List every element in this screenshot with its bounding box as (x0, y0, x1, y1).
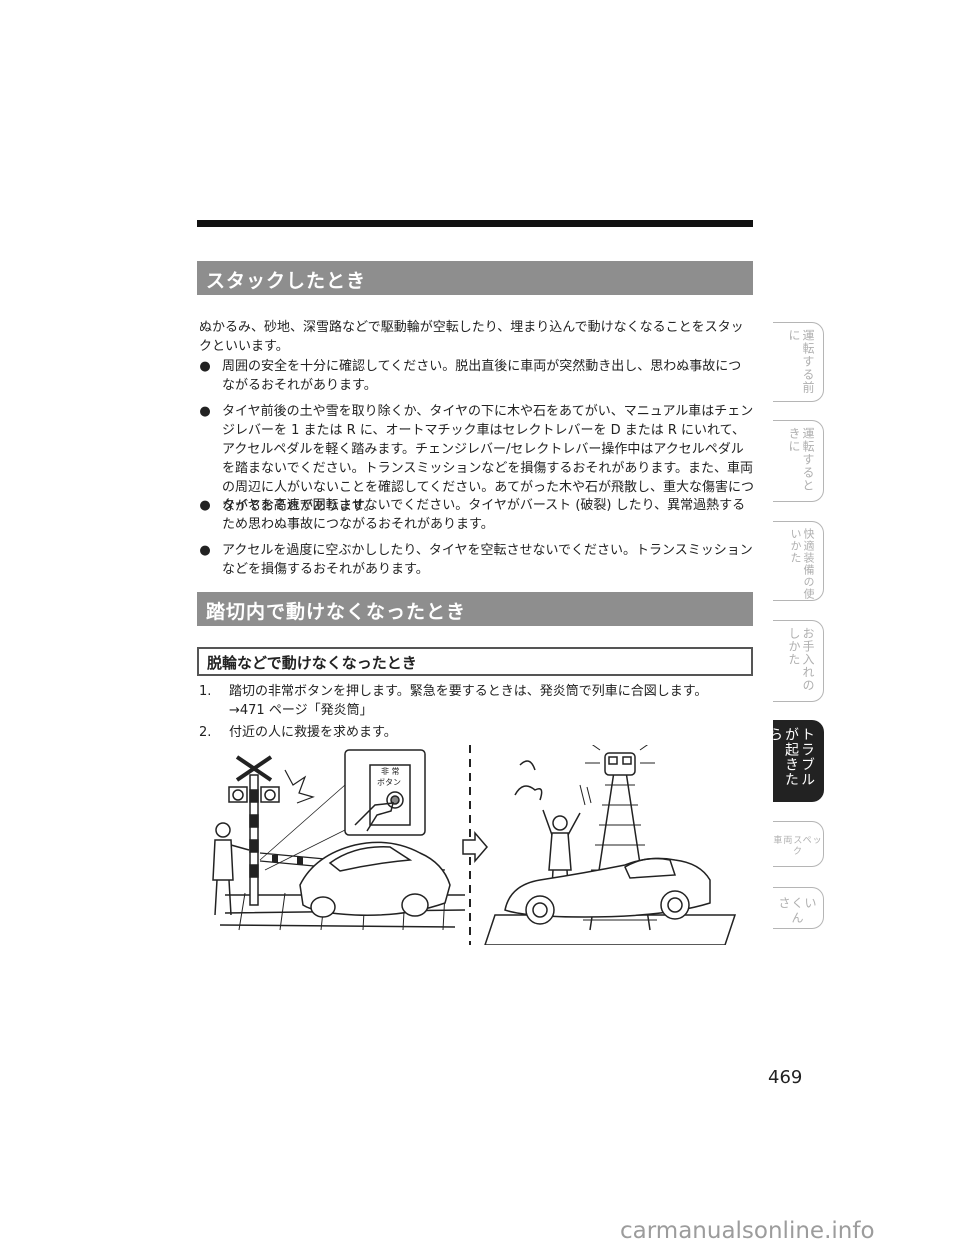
tab-before-driving[interactable]: 運転する前に (773, 322, 824, 402)
bullet-icon: ● (199, 498, 211, 513)
intro-paragraph: ぬかるみ、砂地、深雪路などで駆動輪が空転したり、埋まり込んで動けなくなることをス… (199, 320, 744, 354)
list-item: ● タイヤを高速で回転させないでください。タイヤがバースト (破裂) したり、異… (199, 498, 746, 532)
page-reference-link[interactable]: →471 ページ「発炎筒」 (229, 703, 373, 718)
top-rule (197, 220, 753, 227)
list-item: ● 周囲の安全を十分に確認してください。脱出直後に車両が突然動き出し、思わぬ事故… (199, 359, 742, 393)
tab-index[interactable]: さくいん (773, 887, 824, 929)
watermark: carmanualsonline.info (620, 1218, 875, 1244)
railroad-crossing-illustration: 非 常 ボタン (212, 745, 737, 945)
tab-while-driving[interactable]: 運転するときに (773, 420, 824, 502)
section-title: 踏切内で動けなくなったとき (206, 601, 467, 623)
list-item: ● アクセルを過度に空ぶかししたり、タイヤを空転させないでください。トランスミッ… (199, 543, 753, 577)
tab-comfort-equipment[interactable]: 快適装備の使いかた (773, 521, 824, 601)
step-item: 1. 踏切の非常ボタンを押します。緊急を要するときは、発炎筒で列車に合図します。… (199, 682, 754, 720)
subsection-title: 脱輪などで動けなくなったとき (207, 654, 417, 672)
list-item: ● タイヤ前後の土や雪を取り除くか、タイヤの下に木や石をあてがい、マニュアル車は… (199, 404, 754, 514)
tab-troubleshooting[interactable]: トラブルが起きたら (767, 720, 824, 802)
bullet-icon: ● (199, 359, 211, 374)
arrow-icon (462, 830, 488, 864)
step-item: 2. 付近の人に救援を求めます。 (199, 725, 397, 740)
bullet-icon: ● (199, 404, 211, 419)
section-title: スタックしたとき (206, 270, 367, 292)
tab-maintenance[interactable]: お手入れのしかた (773, 620, 824, 702)
tab-specifications[interactable]: 車両スペック (773, 821, 824, 867)
subsection-heading: 脱輪などで動けなくなったとき (197, 647, 753, 676)
bullet-icon: ● (199, 543, 211, 558)
section-heading-stuck: スタックしたとき (197, 261, 753, 295)
page-number: 469 (768, 1067, 803, 1088)
crossing-scene (212, 749, 466, 931)
train-scene (484, 745, 737, 945)
section-heading-crossing: 踏切内で動けなくなったとき (197, 592, 753, 626)
button-label: 非 常 (381, 766, 400, 776)
button-label: ボタン (377, 778, 401, 787)
